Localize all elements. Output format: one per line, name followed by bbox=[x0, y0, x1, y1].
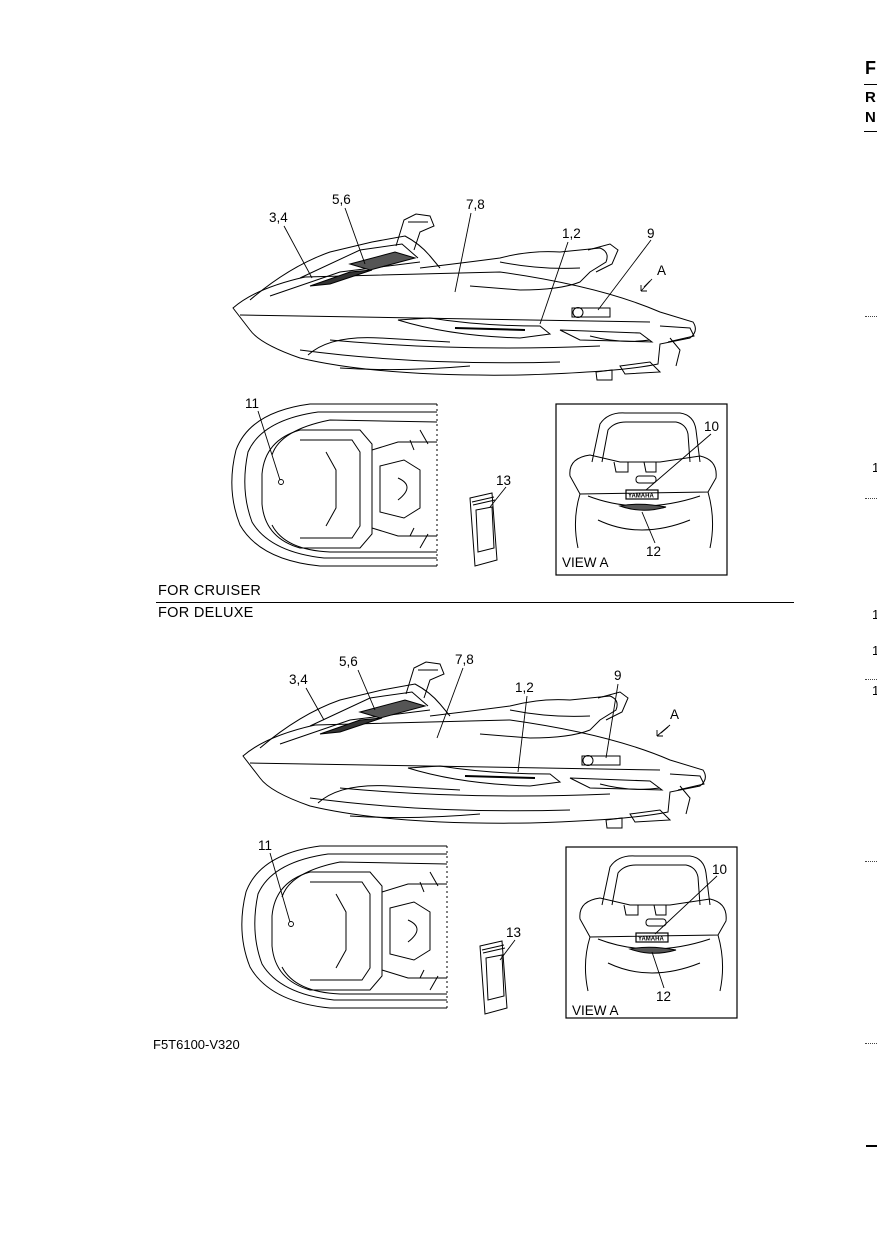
callout-11-deluxe: 11 bbox=[258, 838, 272, 853]
edge-char-f: F bbox=[865, 58, 876, 78]
callout-5-6: 5,6 bbox=[332, 192, 351, 207]
callout-10: 10 bbox=[704, 419, 719, 434]
callout-10-deluxe: 10 bbox=[712, 862, 727, 877]
view-arrow-label: A bbox=[657, 263, 666, 278]
edge-number: 1 bbox=[872, 460, 877, 475]
callout-3-4-deluxe: 3,4 bbox=[289, 672, 308, 687]
edge-char-r: R bbox=[865, 89, 876, 106]
view-a-label-deluxe: VIEW A bbox=[572, 1003, 619, 1018]
callout-9: 9 bbox=[647, 226, 655, 241]
edge-char-n: N bbox=[865, 109, 876, 126]
edge-dash bbox=[865, 316, 877, 317]
section-title-cruiser: FOR CRUISER bbox=[158, 583, 262, 599]
watercraft-side-view-deluxe bbox=[242, 661, 707, 829]
watercraft-side-view-cruiser bbox=[232, 213, 697, 381]
callout-1-2: 1,2 bbox=[562, 226, 581, 241]
callout-11: 11 bbox=[245, 396, 259, 411]
edge-dash bbox=[865, 1043, 877, 1044]
edge-dash bbox=[865, 498, 877, 499]
callout-13: 13 bbox=[496, 473, 511, 488]
brand-plate-text: YAMAHA bbox=[628, 494, 654, 500]
callout-12: 12 bbox=[646, 544, 661, 559]
section-divider bbox=[156, 602, 794, 603]
view-arrow-label-deluxe: A bbox=[670, 707, 679, 722]
edge-number: 1 bbox=[872, 643, 877, 658]
callout-7-8: 7,8 bbox=[466, 197, 485, 212]
edge-number: 1 bbox=[872, 607, 877, 622]
edge-number: 1 bbox=[872, 683, 877, 698]
callout-3-4: 3,4 bbox=[269, 210, 288, 225]
callout-9-deluxe: 9 bbox=[614, 668, 622, 683]
watercraft-top-view-deluxe bbox=[241, 845, 448, 1009]
brand-plate-text-deluxe: YAMAHA bbox=[638, 937, 664, 943]
part-code: F5T6100-V320 bbox=[153, 1037, 240, 1052]
edge-rule bbox=[864, 84, 877, 85]
callout-1-2-deluxe: 1,2 bbox=[515, 680, 534, 695]
view-a-label: VIEW A bbox=[562, 555, 609, 570]
edge-dash bbox=[865, 679, 877, 680]
edge-rule-3 bbox=[866, 1145, 877, 1147]
edge-dash bbox=[865, 861, 877, 862]
section-title-deluxe: FOR DELUXE bbox=[158, 605, 254, 621]
sticker-patch-deluxe bbox=[479, 940, 508, 1015]
view-a-inset-cruiser bbox=[555, 403, 728, 576]
callout-5-6-deluxe: 5,6 bbox=[339, 654, 358, 669]
edge-rule-2 bbox=[864, 131, 877, 132]
callout-12-deluxe: 12 bbox=[656, 989, 671, 1004]
callout-13-deluxe: 13 bbox=[506, 925, 521, 940]
callout-7-8-deluxe: 7,8 bbox=[455, 652, 474, 667]
watercraft-top-view-cruiser bbox=[231, 403, 438, 567]
